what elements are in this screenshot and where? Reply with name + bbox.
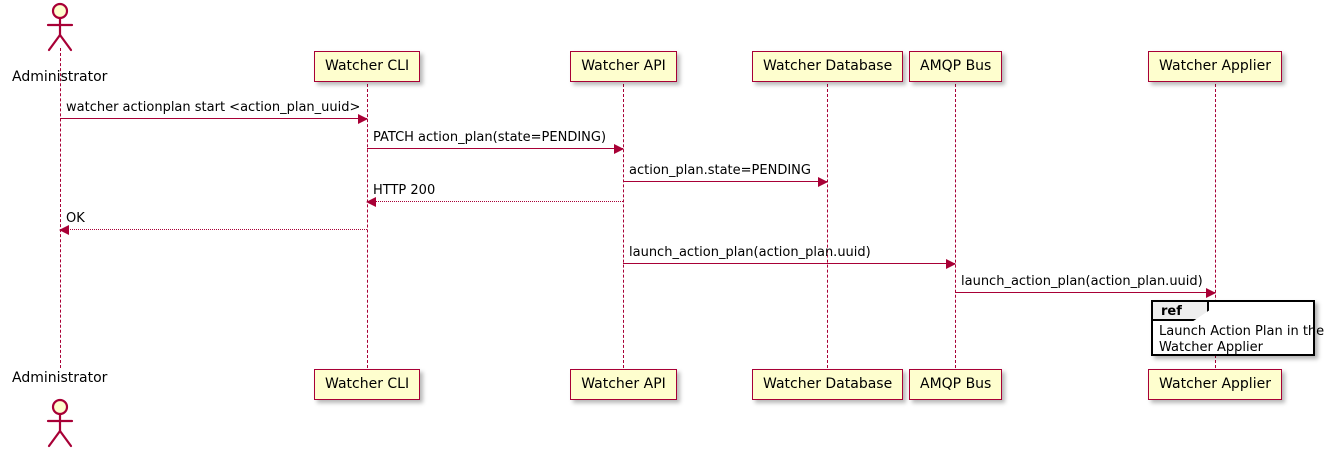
- participant-label: Watcher API: [581, 376, 666, 392]
- participant-top-watcher-database[interactable]: Watcher Database: [752, 51, 903, 82]
- arrowhead-right: [818, 176, 828, 187]
- ref-fragment-keyword: ref: [1153, 302, 1209, 321]
- message-label: watcher actionplan start <action_plan_uu…: [66, 100, 361, 115]
- participant-label: Watcher Applier: [1159, 376, 1271, 392]
- participant-label: Watcher Database: [763, 58, 893, 74]
- participant-bottom-watcher-database[interactable]: Watcher Database: [752, 369, 903, 400]
- message-line: [367, 148, 623, 149]
- lifeline-amqp-bus: [955, 84, 956, 368]
- lifeline-watcher-api: [623, 84, 624, 368]
- message-line: [955, 292, 1215, 293]
- participant-bottom-watcher-api[interactable]: Watcher API: [570, 369, 677, 400]
- arrowhead-right: [614, 143, 624, 154]
- message-line: [367, 201, 623, 202]
- participant-label: Watcher CLI: [325, 376, 410, 392]
- actor-label-administrator: Administrator: [12, 69, 108, 85]
- arrowhead-right: [358, 113, 368, 124]
- actor-figure-administrator: [40, 2, 80, 52]
- arrowhead-right: [1206, 287, 1216, 298]
- participant-top-watcher-api[interactable]: Watcher API: [570, 51, 677, 82]
- ref-fragment-line-1: Launch Action Plan in the: [1159, 324, 1325, 339]
- message-label: OK: [66, 211, 85, 226]
- message-line: [60, 229, 367, 230]
- message-label: HTTP 200: [373, 183, 436, 198]
- participant-label: Watcher Applier: [1159, 58, 1271, 74]
- message-label: launch_action_plan(action_plan.uuid): [961, 274, 1203, 289]
- message-label: PATCH action_plan(state=PENDING): [373, 130, 607, 145]
- message-label: action_plan.state=PENDING: [629, 163, 811, 178]
- arrowhead-right: [946, 258, 956, 269]
- participant-top-watcher-cli[interactable]: Watcher CLI: [314, 51, 420, 82]
- message-line: [623, 181, 827, 182]
- message-label: launch_action_plan(action_plan.uuid): [629, 245, 871, 260]
- lifeline-administrator: [60, 48, 61, 368]
- ref-fragment-line-2: Watcher Applier: [1159, 340, 1263, 355]
- lifeline-watcher-database: [827, 84, 828, 368]
- actor-figure-administrator: [40, 398, 80, 448]
- participant-bottom-watcher-cli[interactable]: Watcher CLI: [314, 369, 420, 400]
- participant-bottom-amqp-bus[interactable]: AMQP Bus: [909, 369, 1002, 400]
- participant-label: AMQP Bus: [920, 376, 992, 392]
- lifeline-watcher-cli: [367, 84, 368, 368]
- message-line: [60, 118, 367, 119]
- participant-top-amqp-bus[interactable]: AMQP Bus: [909, 51, 1002, 82]
- arrowhead-left: [366, 196, 376, 207]
- participant-label: Watcher Database: [763, 376, 893, 392]
- participant-label: Watcher API: [581, 58, 666, 74]
- actor-label-administrator: Administrator: [12, 370, 108, 386]
- lifeline-watcher-applier: [1215, 84, 1216, 368]
- participant-label: AMQP Bus: [920, 58, 992, 74]
- participant-bottom-watcher-applier[interactable]: Watcher Applier: [1148, 369, 1282, 400]
- message-line: [623, 263, 955, 264]
- arrowhead-left: [59, 224, 69, 235]
- participant-top-watcher-applier[interactable]: Watcher Applier: [1148, 51, 1282, 82]
- participant-label: Watcher CLI: [325, 58, 410, 74]
